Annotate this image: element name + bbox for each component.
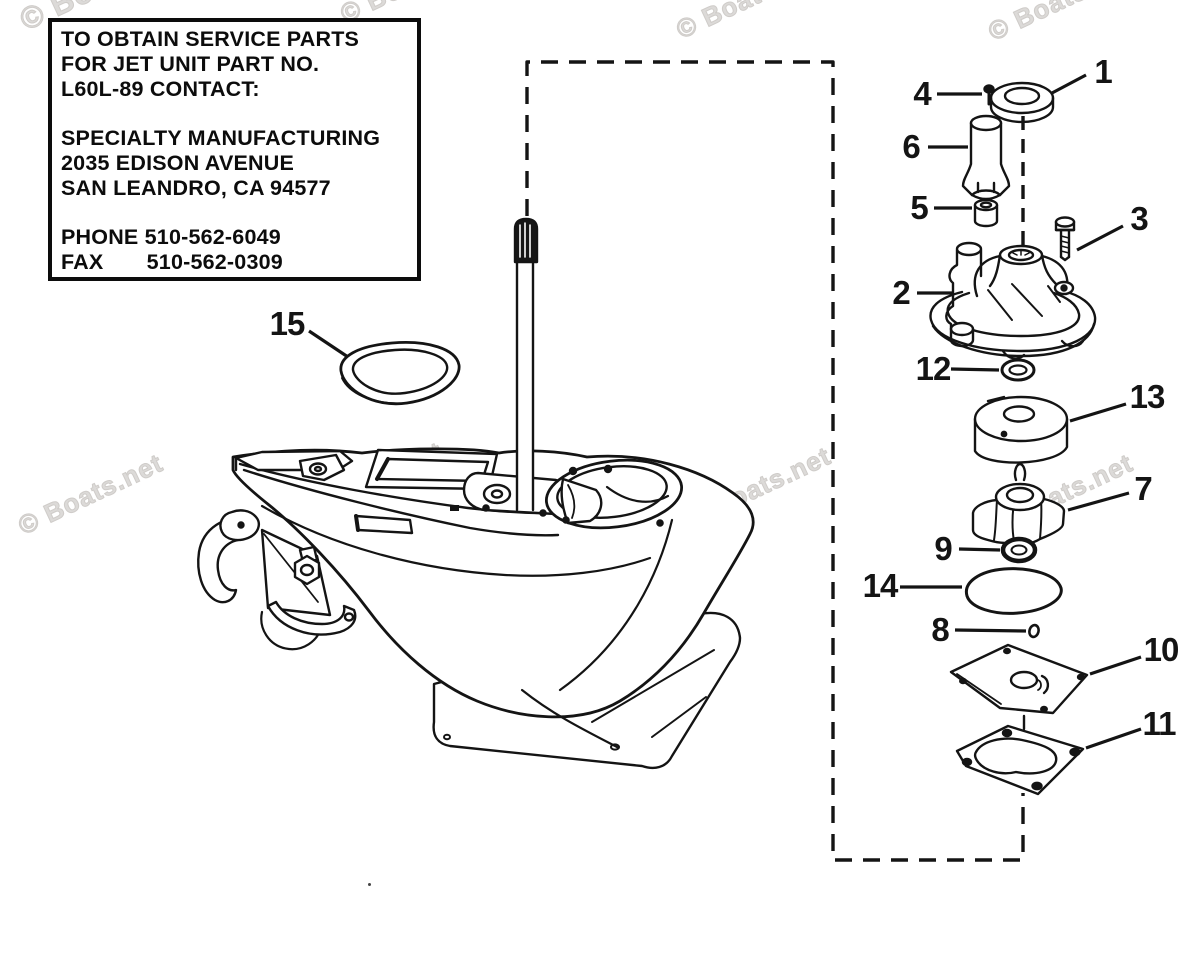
callout-2: 2	[892, 274, 910, 311]
part-3-bolt	[1054, 216, 1076, 262]
dashed-assembly-outline	[525, 60, 1025, 862]
part-4-pin	[983, 84, 995, 106]
info-line: SAN LEANDRO, CA 94577	[61, 176, 331, 200]
info-line: PHONE 510-562-6049	[61, 225, 281, 249]
callout-15: 15	[269, 305, 306, 342]
service-info-box: TO OBTAIN SERVICE PARTS FOR JET UNIT PAR…	[48, 18, 421, 281]
info-line: L60L-89 CONTACT:	[61, 77, 260, 101]
callout-8: 8	[931, 611, 949, 648]
part-14-gasket	[964, 567, 1063, 615]
leader-lines	[308, 73, 1142, 750]
info-line: TO OBTAIN SERVICE PARTS	[61, 27, 360, 51]
part-15-seal-ring	[339, 341, 461, 406]
part-13-pump-cup	[973, 395, 1069, 464]
info-line: FAX 510-562-0309	[61, 250, 283, 274]
part-2-pump-housing	[929, 241, 1097, 360]
callout-11: 11	[1142, 705, 1177, 742]
info-line	[61, 201, 413, 225]
callout-1: 1	[1094, 53, 1112, 90]
driveshaft	[513, 217, 539, 512]
part-9-o-ring	[1000, 536, 1038, 564]
callout-12: 12	[915, 350, 952, 387]
part-1-cap	[989, 81, 1055, 124]
callout-13: 13	[1129, 378, 1166, 415]
callout-9: 9	[934, 530, 952, 567]
info-line: 2035 EDISON AVENUE	[61, 151, 295, 175]
callout-4: 4	[913, 75, 931, 112]
part-12-o-ring	[1000, 358, 1036, 382]
part-5-bushing	[973, 198, 999, 228]
callout-3: 3	[1130, 200, 1148, 237]
steering-bracket	[197, 509, 357, 651]
part-8-key	[1028, 623, 1040, 639]
part-6-sleeve	[961, 114, 1011, 201]
part-7-impeller	[971, 462, 1066, 546]
callout-5: 5	[910, 189, 928, 226]
callout-6: 6	[902, 128, 920, 165]
jet-housing-body	[231, 447, 755, 749]
info-line	[61, 102, 413, 126]
part-10-wear-plate	[949, 643, 1089, 731]
info-line: SPECIALTY MANUFACTURING	[61, 126, 381, 150]
callout-7: 7	[1134, 470, 1152, 507]
part-11-gasket	[955, 724, 1085, 796]
callout-10: 10	[1143, 631, 1180, 668]
callout-14: 14	[862, 567, 899, 604]
print-speck	[368, 883, 371, 886]
info-line: FOR JET UNIT PART NO.	[61, 52, 320, 76]
